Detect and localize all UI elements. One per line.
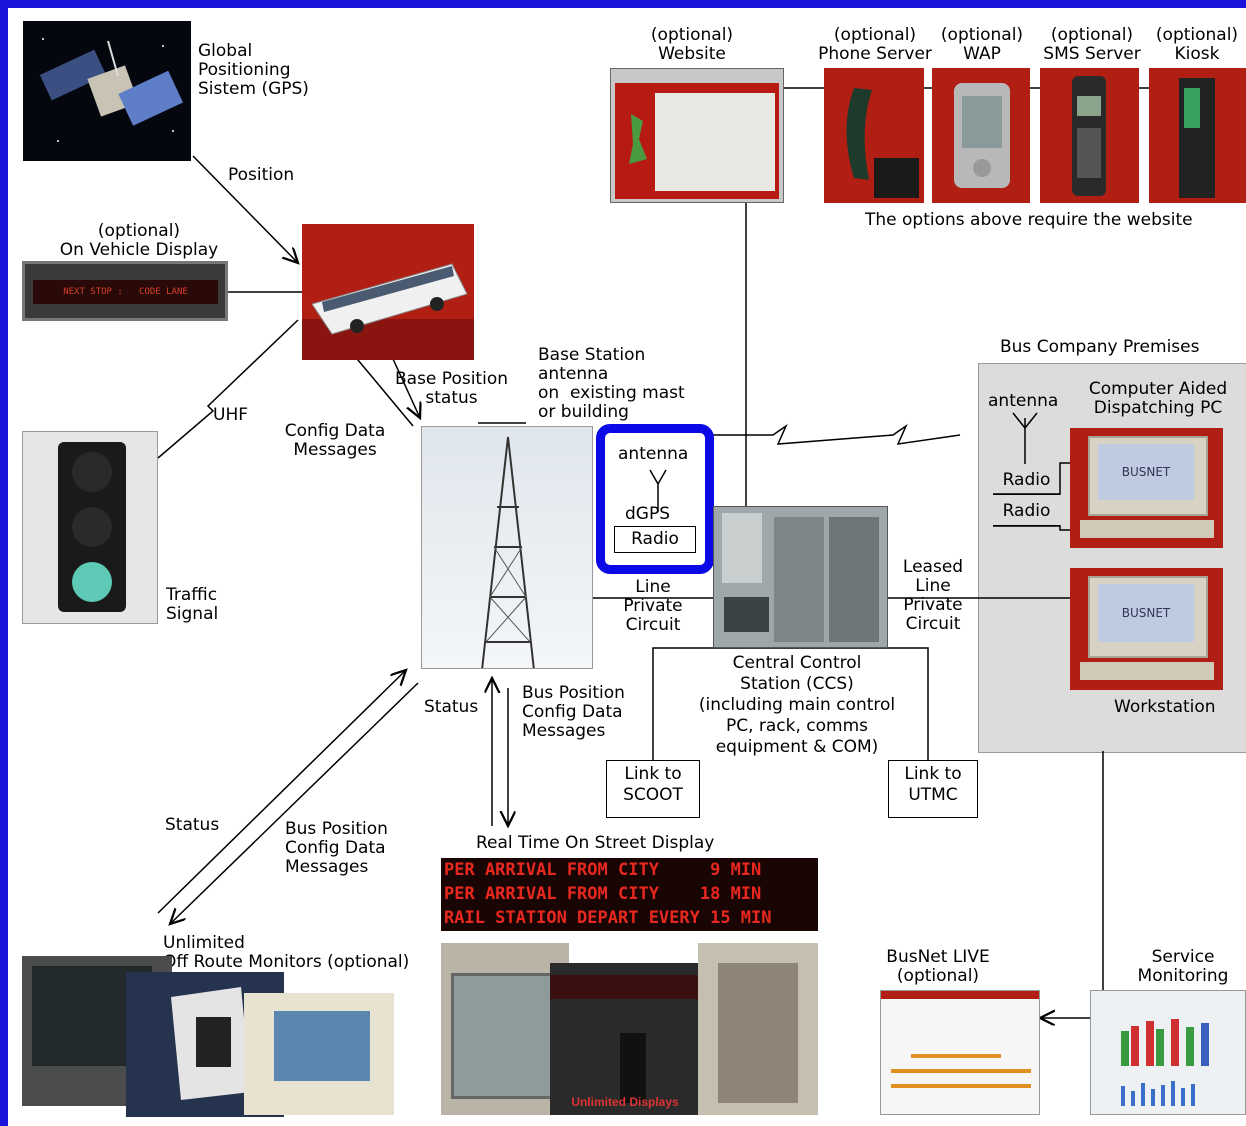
unlimited-displays-caption: Unlimited Displays <box>571 1095 679 1109</box>
workstation-label: Workstation <box>1114 697 1216 717</box>
website-image <box>610 68 784 203</box>
position-label: Position <box>228 165 295 185</box>
premises-title: Bus Company Premises <box>1000 337 1200 357</box>
link-to-utmc-box: Link to UTMC <box>888 760 978 818</box>
premises-antenna-label: antenna <box>988 391 1059 411</box>
traffic-signal-image <box>22 431 158 624</box>
sms-server-label: (optional) SMS Server <box>1043 25 1141 64</box>
radio-link-line <box>708 423 961 445</box>
ccs-links-line <box>652 647 929 760</box>
bus-image <box>302 224 474 360</box>
service-monitoring-image <box>1090 990 1246 1115</box>
base-station-label: Base Station antenna on existing mast or… <box>538 345 685 422</box>
gps-label: Global Positioning Sistem (GPS) <box>198 41 309 99</box>
service-monitoring-label: Service Monitoring <box>1137 947 1229 986</box>
wap-label: (optional) WAP <box>940 25 1024 64</box>
status-label: Status <box>424 697 479 717</box>
street-display-row-1: PER ARRIVAL FROM CITY 9 MIN <box>444 858 762 882</box>
premises-radio-2: Radio <box>993 498 1060 526</box>
premises-radio-1: Radio <box>993 467 1060 495</box>
wap-image <box>932 68 1030 203</box>
status-lower-label: Status <box>165 815 220 835</box>
dgps-antenna-icon <box>649 469 667 512</box>
bus-position-lower-label: Bus Position Config Data Messages <box>285 819 388 877</box>
phone-server-image <box>824 68 924 203</box>
cad-pc-image: BUSNET <box>1070 428 1223 548</box>
street-display-title: Real Time On Street Display <box>476 833 715 853</box>
base-position-status-label: Base Position status <box>395 369 508 408</box>
options-note: The options above require the website <box>865 210 1193 230</box>
street-display-led-panel: PER ARRIVAL FROM CITY 9 MIN PER ARRIVAL … <box>441 858 818 931</box>
uhf-label: UHF <box>213 405 249 425</box>
config-data-messages-label: Config Data Messages <box>284 421 386 460</box>
link-to-scoot-box: Link to SCOOT <box>606 760 700 818</box>
bus-shelter-left-image <box>441 943 569 1115</box>
sms-server-image <box>1040 68 1139 203</box>
line-private-circuit-label: Line Private Circuit <box>623 577 683 635</box>
uhf-line <box>157 319 299 459</box>
off-route-monitor-pc-image <box>244 993 394 1115</box>
vehicle-display-image: NEXT STOP : CODE LANE <box>22 261 228 321</box>
street-display-row-3: RAIL STATION DEPART EVERY 15 MIN <box>444 906 772 930</box>
diagram-canvas: Global Positioning Sistem (GPS) Position… <box>8 8 1246 1126</box>
dgps-antenna-label: antenna <box>618 444 689 464</box>
website-label: (optional) Website <box>650 25 734 64</box>
gps-to-bus-line <box>192 155 298 263</box>
mast-to-monitors-arrow <box>170 682 419 924</box>
gps-satellite-image <box>23 21 191 161</box>
vehicle-display-led: NEXT STOP : CODE LANE <box>33 280 218 304</box>
phone-server-label: (optional) Phone Server <box>818 25 932 64</box>
busnet-live-image <box>880 990 1040 1115</box>
dgps-radio-box: Radio <box>614 526 696 553</box>
leased-line-label: Leased Line Private Circuit <box>902 557 964 634</box>
off-route-monitors-label: Unlimited Off Route Monitors (optional) <box>163 933 410 972</box>
ccs-rack-image <box>713 506 888 648</box>
workstation-image: BUSNET <box>1070 568 1223 690</box>
bus-shelter-center-image: Unlimited Displays <box>550 963 700 1115</box>
status-to-mast-arrow <box>157 670 406 914</box>
kiosk-image <box>1149 68 1246 203</box>
radio-mast-image <box>421 426 593 669</box>
busnet-live-label: BusNet LIVE (optional) <box>886 947 990 986</box>
connection-lines <box>157 87 1149 1126</box>
kiosk-label: (optional) Kiosk <box>1155 25 1239 64</box>
workstation-screen: BUSNET <box>1098 584 1194 642</box>
bus-shelter-right-image <box>698 943 818 1115</box>
cad-label: Computer Aided Dispatching PC <box>1088 379 1228 418</box>
cad-screen: BUSNET <box>1098 444 1194 500</box>
traffic-signal-label: Traffic Signal <box>166 585 219 624</box>
bus-position-config-label: Bus Position Config Data Messages <box>522 683 625 741</box>
vehicle-display-label: (optional) On Vehicle Display <box>59 221 219 260</box>
street-display-row-2: PER ARRIVAL FROM CITY 18 MIN <box>444 882 762 906</box>
dgps-label: dGPS <box>625 504 671 524</box>
ccs-label: Central Control Station (CCS) (including… <box>698 653 896 757</box>
